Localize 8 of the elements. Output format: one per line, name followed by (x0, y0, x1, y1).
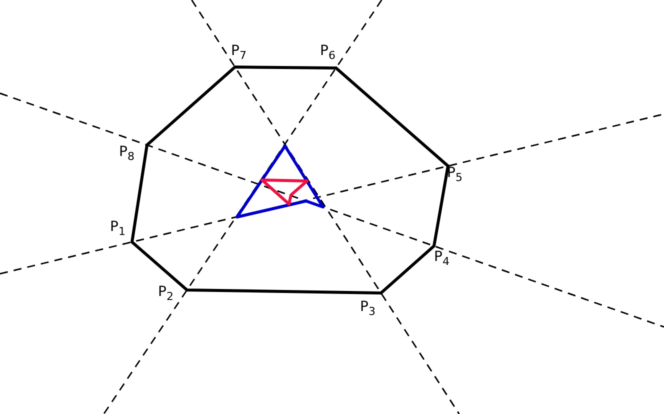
vertex-label: P$_{6}$ (320, 43, 336, 64)
vertex-label: P$_{8}$ (119, 144, 134, 165)
vertex-label: P$_{3}$ (360, 299, 376, 320)
vertex-label: P$_{1}$ (110, 219, 126, 240)
vertex-label: P$_{4}$ (434, 249, 450, 270)
vertex-label: P$_{7}$ (231, 43, 246, 64)
vertex-label: P$_{5}$ (447, 165, 462, 186)
vertex-label: P$_{2}$ (158, 284, 174, 305)
